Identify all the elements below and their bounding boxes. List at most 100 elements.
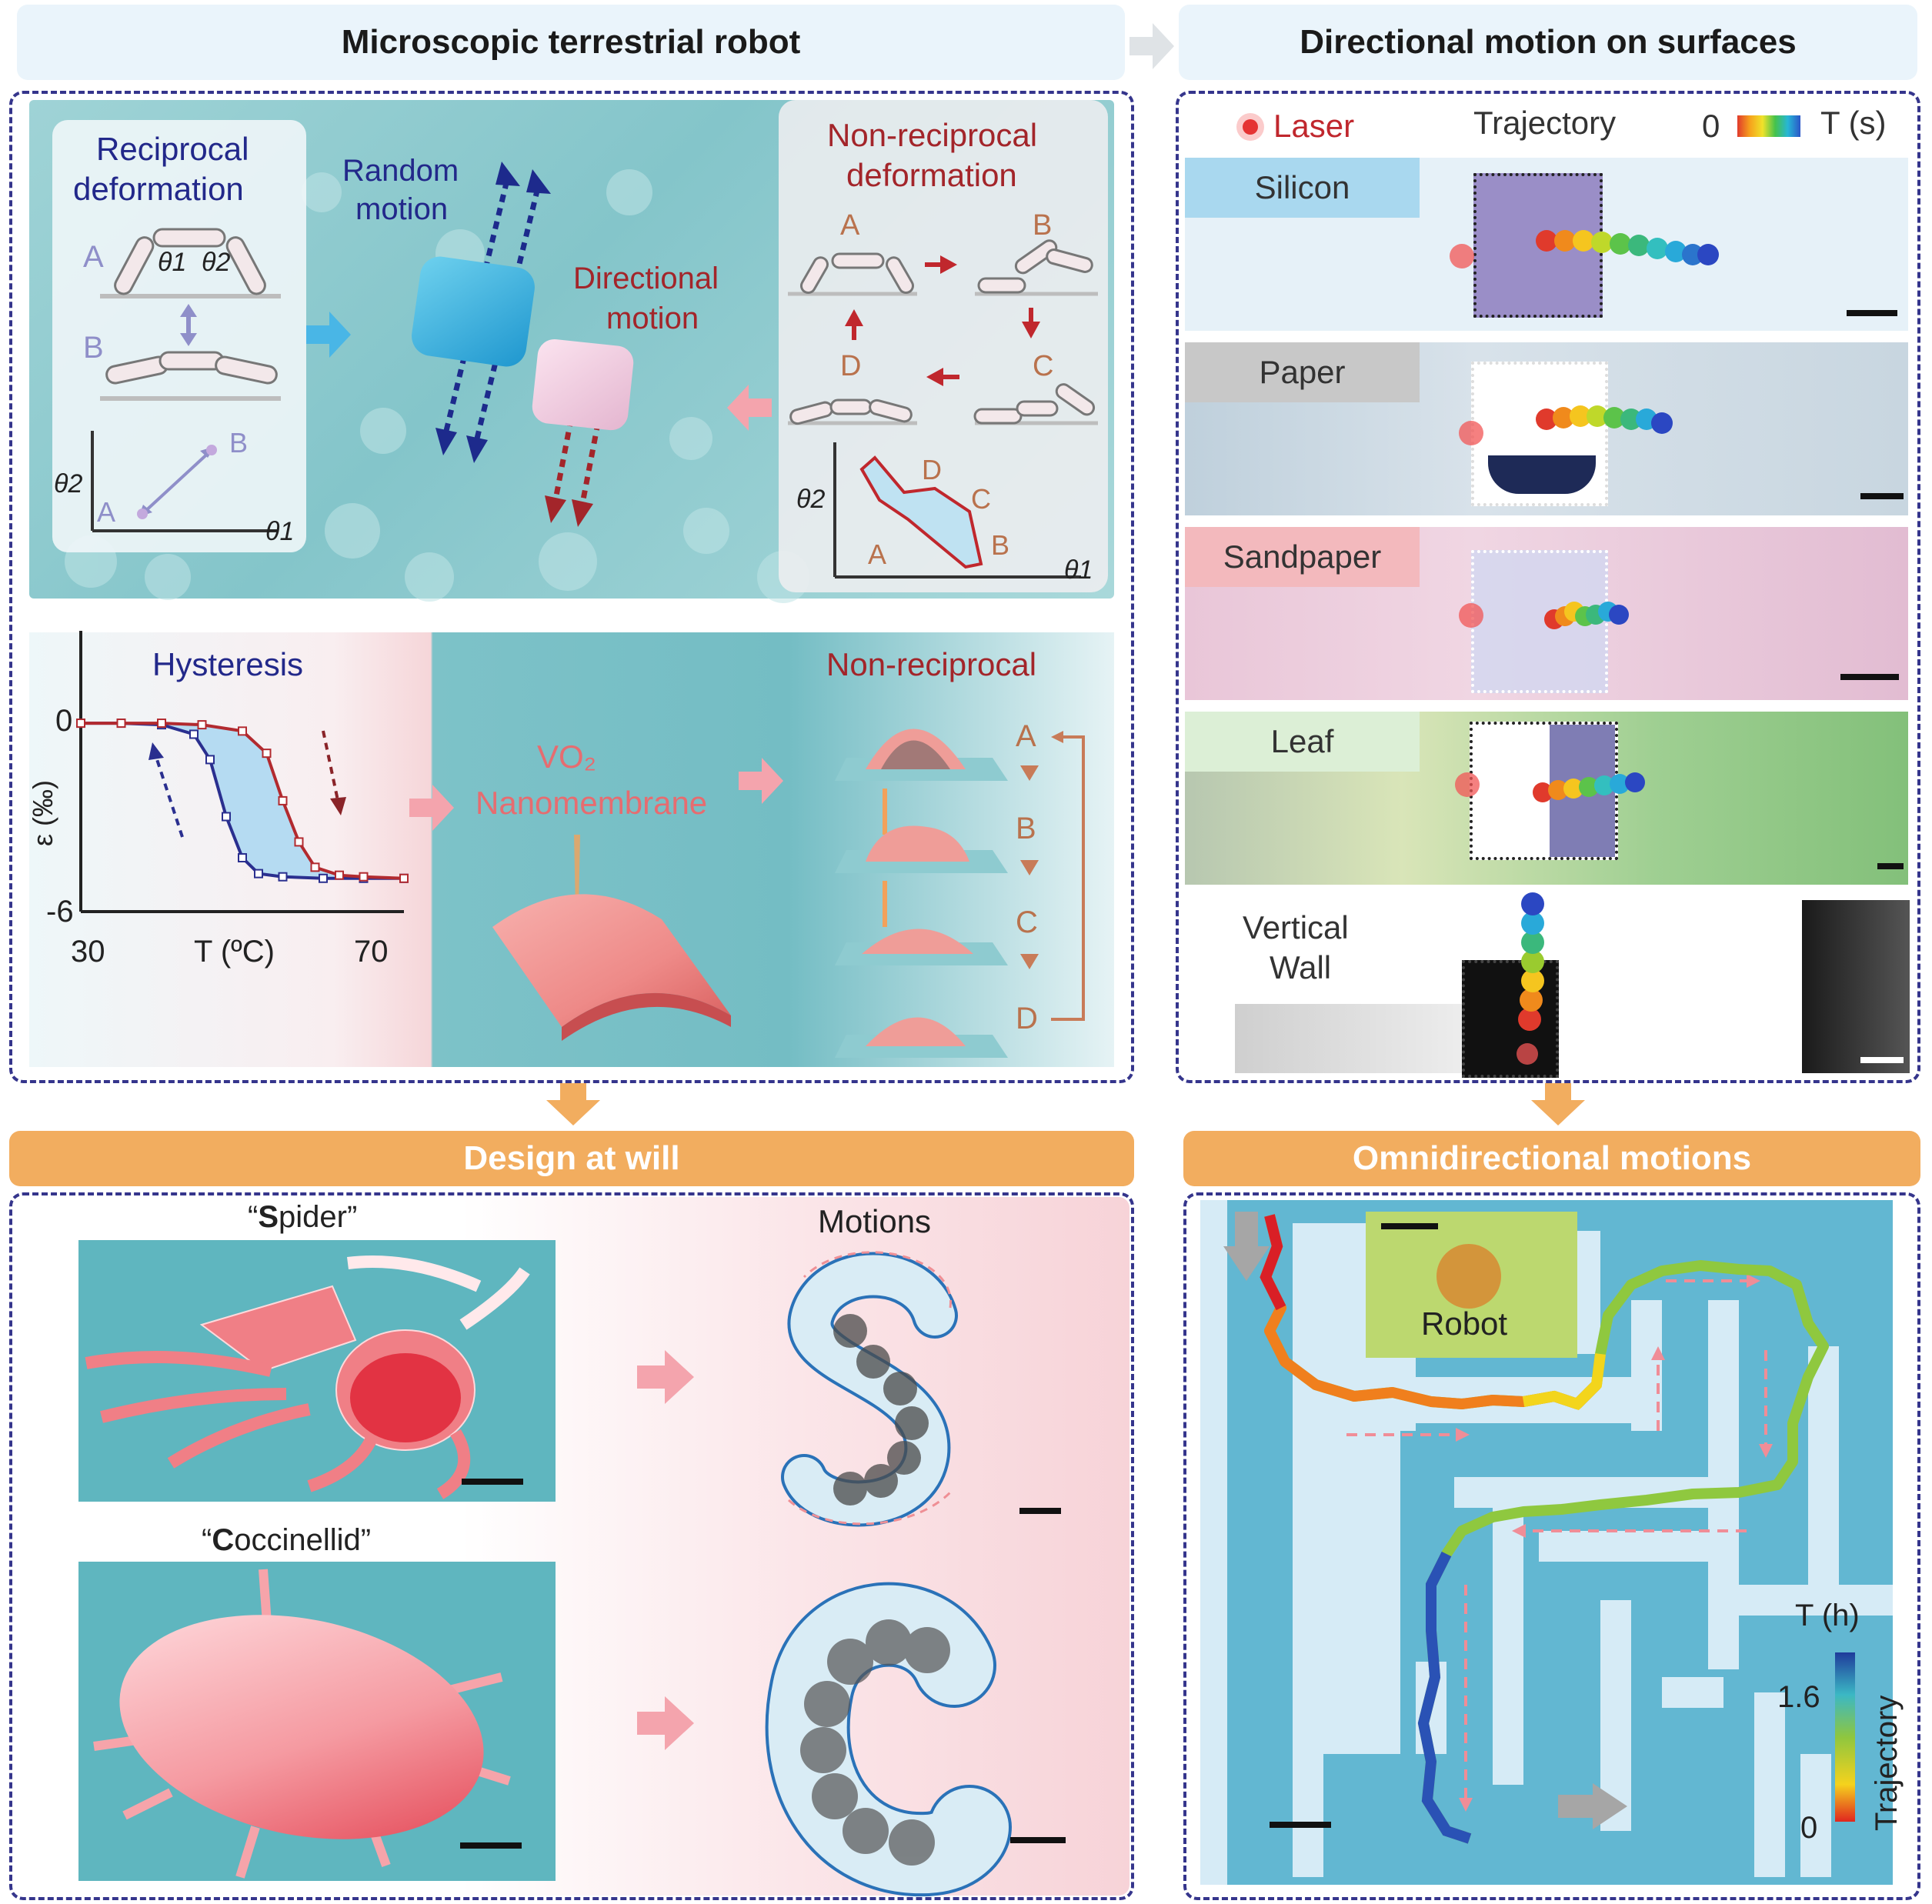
trajectory-path <box>1260 1214 1829 1844</box>
reciprocal-title-1: Reciprocal <box>96 131 249 167</box>
silicon-label: Silicon <box>1254 169 1350 205</box>
hysteresis-loop-fill <box>81 723 404 879</box>
leaf-label-box: Leaf <box>1185 712 1420 772</box>
paper-robot <box>1471 362 1608 506</box>
nonrecip-state-c: C <box>1033 350 1054 382</box>
silicon-label-box: Silicon <box>1185 158 1420 218</box>
spider-caption: “Spider” <box>248 1200 357 1235</box>
reciprocal-linkage-diagram <box>100 228 281 401</box>
robot-disc <box>1436 1244 1501 1309</box>
random-motion-2: motion <box>355 192 449 226</box>
wall-label-2: Wall <box>1270 949 1332 985</box>
reciprocal-state-b: B <box>83 331 104 365</box>
paper-label: Paper <box>1259 354 1346 390</box>
heating-point-3 <box>197 720 207 730</box>
spider-initial: S <box>258 1200 279 1234</box>
panel-c-header: Directional motion on surfaces <box>1179 5 1917 80</box>
panel-a-header: Microscopic terrestrial robot <box>17 5 1125 80</box>
pink-arrow-icon <box>409 785 454 831</box>
maze-cb-label: Trajectory <box>1870 1695 1904 1831</box>
robots-motion-diagram <box>412 162 634 527</box>
theta1-label: θ1 <box>158 248 187 277</box>
nonreciprocal-title-2: deformation <box>846 157 1017 193</box>
maze-cb-min: 0 <box>1800 1811 1818 1845</box>
x-tick-70: 70 <box>354 935 389 969</box>
y-tick-0: 0 <box>55 704 73 738</box>
cooling-point-5 <box>222 812 231 822</box>
directional-motion-1: Directional <box>573 262 719 295</box>
cooling-point-7 <box>254 869 263 879</box>
blue-arrow-icon <box>306 312 351 358</box>
seq-a: A <box>1016 719 1036 753</box>
heating-point-1 <box>116 719 126 729</box>
nonreciprocal-title-1: Non-reciprocal <box>827 117 1038 153</box>
heating-point-2 <box>157 719 166 729</box>
wall-gradient <box>1235 1004 1473 1073</box>
phase-nr-c: C <box>971 483 991 515</box>
nonreciprocal-b-title: Non-reciprocal <box>826 646 1037 682</box>
cooling-point-9 <box>319 873 328 883</box>
reciprocal-title-2: deformation <box>73 171 244 207</box>
leaf-label: Leaf <box>1270 723 1334 759</box>
maze-cb-title: T (h) <box>1795 1599 1860 1632</box>
sandpaper-label-box: Sandpaper <box>1185 527 1420 587</box>
heating-point-10 <box>359 872 369 882</box>
pink-arrow-icon <box>727 385 772 431</box>
panel-d-header-text: Design at will <box>463 1139 680 1177</box>
motions-label: Motions <box>818 1203 932 1239</box>
phase-theta2: θ2 <box>54 469 83 499</box>
coccinellid-caption: “Coccinellid” <box>202 1523 371 1558</box>
cocc-rest: occinellid” <box>234 1523 372 1557</box>
scale-bar <box>1010 1837 1066 1843</box>
phase-nr-b: B <box>991 529 1010 561</box>
panel-c-frame <box>1176 91 1920 1083</box>
gray-down-arrow-icon <box>1223 1212 1270 1281</box>
panel-d-frame <box>9 1192 1134 1900</box>
maze-colorbar <box>1835 1652 1855 1822</box>
phase-state-b: B <box>229 427 249 458</box>
c-trajectory-illustration <box>765 1582 1012 1897</box>
colorbar-zero: 0 <box>1702 108 1720 144</box>
heating-point-9 <box>335 870 344 880</box>
spider-robot-illustration <box>85 1255 530 1499</box>
sandpaper-label: Sandpaper <box>1223 539 1382 575</box>
scale-bar <box>1019 1508 1061 1514</box>
scale-bar <box>1847 310 1897 316</box>
cooling-point-3 <box>189 729 199 739</box>
s-trajectory-illustration <box>781 1251 958 1527</box>
trajectory-early <box>1260 1214 1600 1409</box>
vo2-nanomembrane-illustration <box>492 835 731 1041</box>
panel-e-frame <box>1183 1192 1920 1900</box>
heating-point-4 <box>238 726 247 736</box>
laser-label: Laser <box>1273 108 1355 144</box>
sequence-arrows <box>1020 731 1085 1021</box>
laser-dot-icon <box>1236 113 1264 141</box>
y-tick-neg6: -6 <box>46 895 74 929</box>
scale-bar <box>1840 674 1899 680</box>
cocc-initial: C <box>212 1523 235 1557</box>
panel-e-header: Omnidirectional motions <box>1183 1131 1920 1186</box>
cocc-quote: “ <box>202 1523 212 1557</box>
header-arrow-icon <box>1130 23 1174 69</box>
seq-c: C <box>1016 905 1038 939</box>
spider-rest: pider” <box>279 1200 358 1234</box>
paper-robot-shadow <box>1488 455 1596 494</box>
scale-bar <box>462 1479 523 1485</box>
reciprocal-state-a: A <box>83 240 104 274</box>
trajectory-end <box>1417 1551 1472 1844</box>
wall-dark-region <box>1802 900 1910 1073</box>
nonrecip-state-a: A <box>840 209 860 242</box>
scale-bar <box>1270 1822 1331 1828</box>
spider-quote: “ <box>248 1200 259 1234</box>
theta2-label: θ2 <box>202 248 231 277</box>
time-colorbar <box>1737 115 1800 137</box>
down-arrow-icon <box>1531 1083 1585 1125</box>
panel-a-header-text: Microscopic terrestrial robot <box>341 23 801 61</box>
hysteresis-title: Hysteresis <box>152 646 304 682</box>
nanomembrane-label: Nanomembrane <box>475 785 708 821</box>
spider-sem-image <box>78 1240 556 1502</box>
nonreciprocal-phase-plot <box>833 442 1081 579</box>
scale-bar <box>1877 863 1904 869</box>
trajectory-start <box>1260 1214 1286 1311</box>
scale-bar <box>1381 1223 1438 1229</box>
